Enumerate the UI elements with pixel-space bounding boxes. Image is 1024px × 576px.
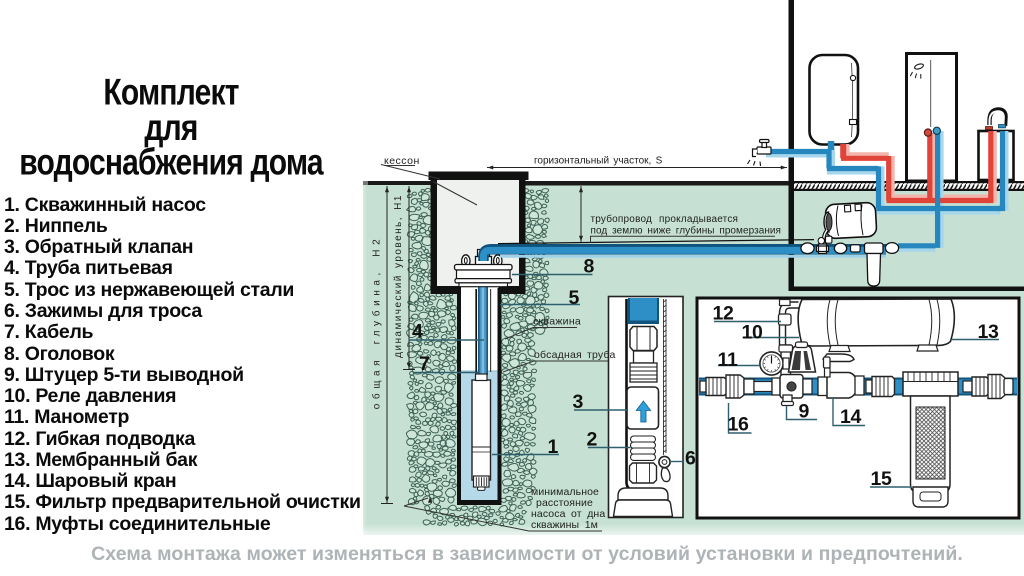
svg-text:3: 3 <box>573 391 584 413</box>
svg-text:14: 14 <box>840 406 862 428</box>
svg-text:2: 2 <box>587 429 598 451</box>
svg-text:трубопровод прокладывается: трубопровод прокладывается <box>591 213 739 225</box>
svg-text:динамический уровень, Н1: динамический уровень, Н1 <box>393 194 404 358</box>
svg-text:6: 6 <box>685 448 696 470</box>
svg-text:7: 7 <box>419 353 430 375</box>
svg-text:насоса от дна: насоса от дна <box>531 508 605 520</box>
svg-text:16: 16 <box>728 414 750 436</box>
svg-text:15: 15 <box>871 468 893 490</box>
svg-text:общая глубина, Н2: общая глубина, Н2 <box>371 235 383 410</box>
svg-text:скважины 1м: скважины 1м <box>531 519 598 531</box>
svg-text:4: 4 <box>412 321 423 343</box>
svg-text:13: 13 <box>978 321 1000 343</box>
svg-text:скважина: скважина <box>533 316 581 328</box>
svg-text:1: 1 <box>548 436 559 458</box>
svg-text:минимальное: минимальное <box>531 486 599 498</box>
svg-text:12: 12 <box>713 303 735 325</box>
svg-text:под землю ниже глубины промерз: под землю ниже глубины промерзания <box>591 225 782 237</box>
svg-text:10: 10 <box>742 322 764 344</box>
svg-text:расстояние: расстояние <box>536 497 593 509</box>
svg-text:горизонтальный участок, S: горизонтальный участок, S <box>534 156 663 167</box>
svg-text:11: 11 <box>718 349 738 371</box>
svg-text:5: 5 <box>569 287 580 309</box>
svg-text:кессон: кессон <box>384 155 420 167</box>
svg-text:9: 9 <box>799 401 810 423</box>
svg-text:обсадная труба: обсадная труба <box>534 349 616 361</box>
svg-text:8: 8 <box>584 256 595 278</box>
